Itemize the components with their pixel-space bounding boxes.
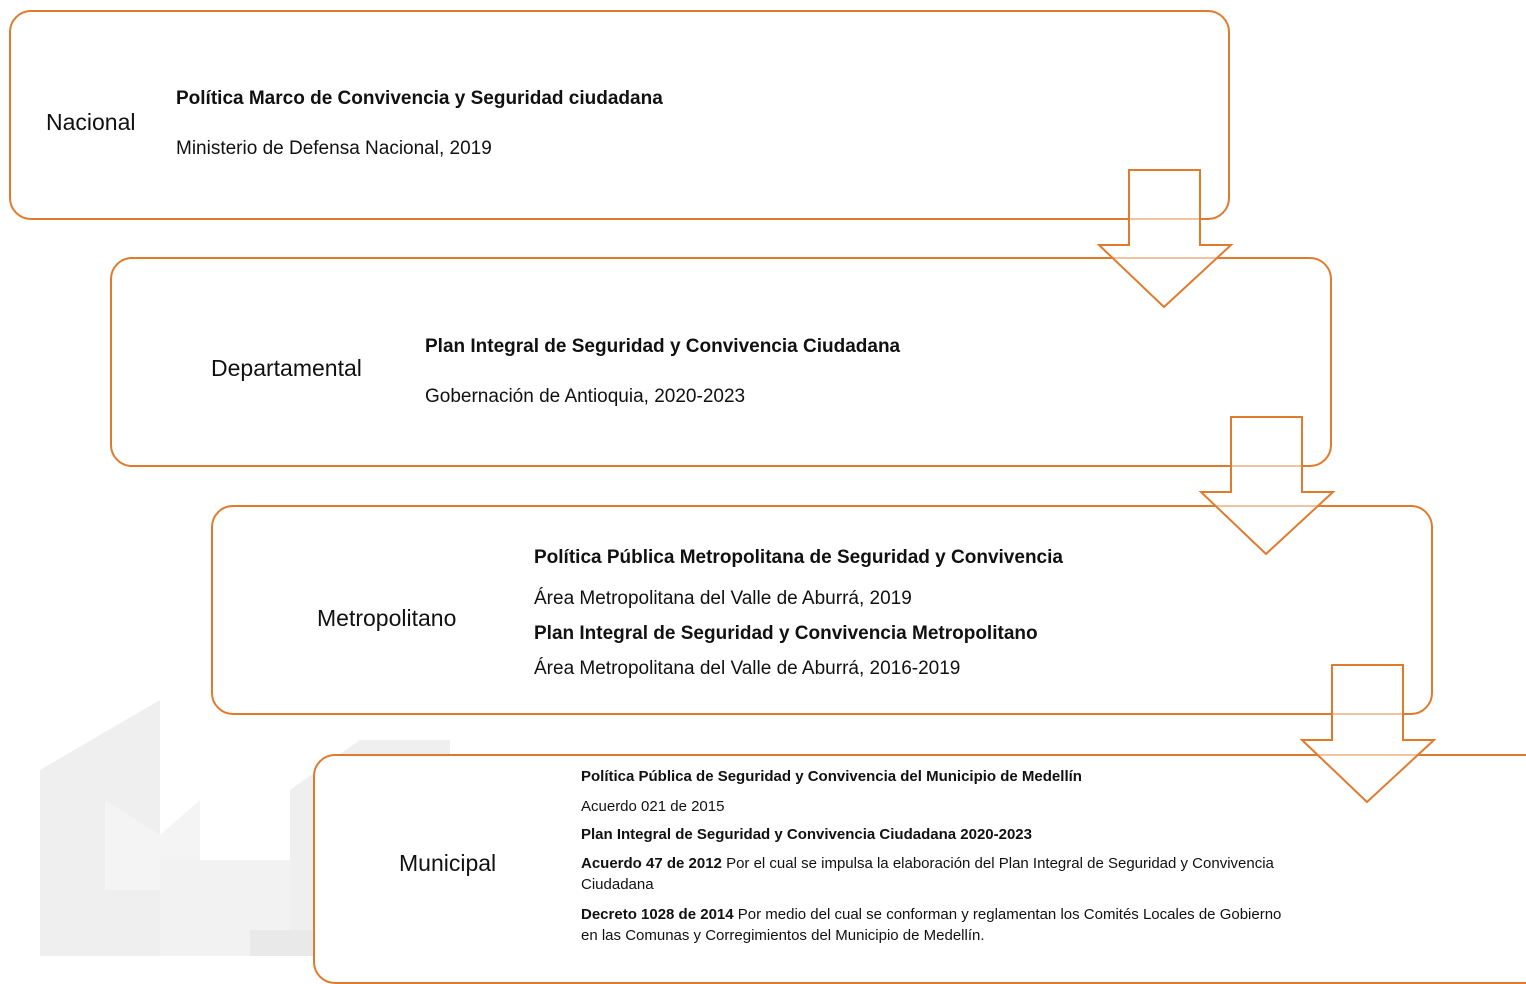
doc-item-acuerdo-47: Acuerdo 47 de 2012 Por el cual se impuls…	[581, 853, 1301, 895]
level-label-nacional: Nacional	[46, 109, 136, 135]
doc-title-departamental: Plan Integral de Seguridad y Convivencia…	[425, 336, 901, 357]
doc-item-decreto-1028-text: Por medio del cual se conforman y reglam…	[581, 906, 1282, 944]
doc-title-municipal-2: Plan Integral de Seguridad y Convivencia…	[581, 826, 1032, 843]
doc-item-decreto-1028: Decreto 1028 de 2014 Por medio del cual …	[581, 904, 1301, 946]
doc-source-nacional: Ministerio de Defensa Nacional, 2019	[176, 138, 492, 159]
level-box-municipal: Municipal Política Pública de Seguridad …	[313, 754, 1526, 984]
doc-item-decreto-1028-code: Decreto 1028 de 2014	[581, 906, 734, 923]
doc-title-municipal-1: Política Pública de Seguridad y Conviven…	[581, 768, 1082, 785]
level-label-municipal: Municipal	[399, 850, 497, 876]
down-arrow-icon	[1096, 169, 1234, 309]
level-label-departamental: Departamental	[211, 355, 362, 381]
level-box-metropolitano: Metropolitano Política Pública Metropoli…	[211, 505, 1433, 715]
level-box-departamental: Departamental Plan Integral de Seguridad…	[110, 257, 1332, 467]
doc-source-departamental: Gobernación de Antioquia, 2020-2023	[425, 386, 746, 407]
level-box-nacional: Nacional Política Marco de Convivencia y…	[9, 10, 1230, 220]
down-arrow-icon	[1299, 664, 1437, 804]
doc-title-metropolitano-2: Plan Integral de Seguridad y Convivencia…	[534, 623, 1038, 644]
level-label-metropolitano: Metropolitano	[317, 605, 457, 631]
doc-source-metropolitano-2: Área Metropolitana del Valle de Aburrá, …	[534, 658, 961, 679]
doc-title-nacional: Política Marco de Convivencia y Segurida…	[176, 88, 663, 109]
down-arrow-icon	[1198, 416, 1336, 556]
doc-title-metropolitano-1: Política Pública Metropolitana de Seguri…	[534, 547, 1063, 568]
doc-item-acuerdo-47-code: Acuerdo 47 de 2012	[581, 855, 722, 872]
doc-source-municipal-1: Acuerdo 021 de 2015	[581, 798, 725, 815]
doc-source-metropolitano-1: Área Metropolitana del Valle de Aburrá, …	[534, 588, 912, 609]
doc-item-acuerdo-47-text: Por el cual se impulsa la elaboración de…	[581, 855, 1274, 893]
